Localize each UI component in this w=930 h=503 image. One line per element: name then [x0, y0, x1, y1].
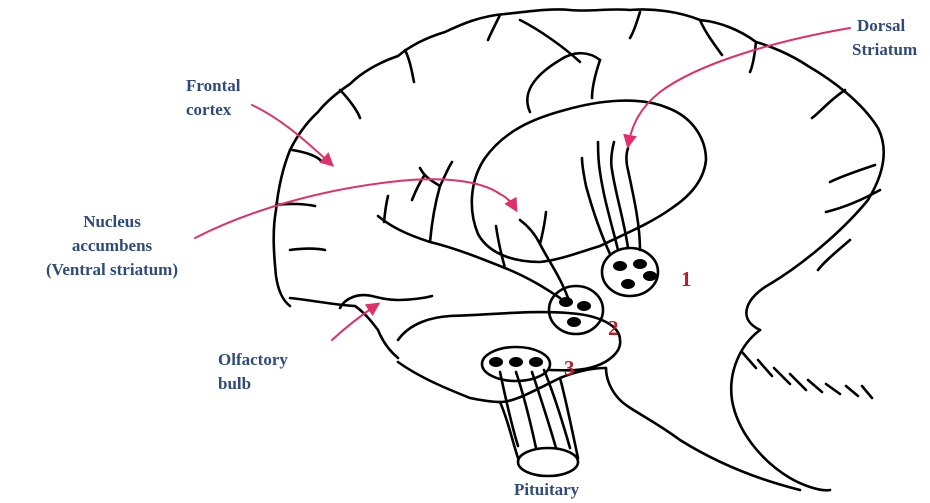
- folia: [758, 360, 772, 376]
- cell-body: [577, 301, 591, 311]
- sulcus: [826, 190, 880, 212]
- folia: [862, 386, 872, 398]
- pituitary-label: Pituitary: [514, 478, 579, 502]
- dorsal-striatum-arrow: [628, 28, 850, 146]
- sulcus: [812, 90, 845, 118]
- sulcus: [630, 12, 640, 38]
- pathway-3: [532, 372, 556, 448]
- pathway-2: [496, 226, 505, 268]
- sulcus: [290, 249, 325, 251]
- frontal-cortex-line-2: cortex: [186, 98, 240, 122]
- folia: [774, 368, 790, 384]
- frontal-base: [290, 298, 398, 358]
- pathway-2: [540, 212, 546, 244]
- folia: [742, 352, 756, 368]
- nucleus-accumbens-arrow: [195, 179, 516, 238]
- brain-outline: [274, 9, 884, 330]
- cell-body: [633, 259, 647, 269]
- nucleus-1-number: 1: [681, 268, 692, 290]
- sulcus: [340, 90, 360, 118]
- nucleus-accumbens-line-2: accumbens: [8, 234, 216, 258]
- pathway-2: [378, 216, 560, 298]
- cell-body: [529, 357, 543, 367]
- nucleus-2-outline: [549, 286, 603, 334]
- nucleus-3-number: 3: [564, 357, 575, 379]
- dorsal-striatum-line-1: Dorsal: [852, 14, 917, 38]
- olfactory-bulb-line-1: Olfactory: [218, 348, 288, 372]
- folia: [790, 374, 806, 390]
- folia: [808, 380, 822, 392]
- pathway-2: [430, 162, 452, 242]
- pathway-2: [384, 196, 388, 222]
- cell-body: [559, 297, 573, 307]
- sulcus: [488, 15, 500, 40]
- frontal-cortex-label: Frontal cortex: [186, 74, 240, 122]
- sulcus: [750, 42, 756, 72]
- nucleus-2-number: 2: [608, 317, 619, 339]
- dorsal-striatum-label: Dorsal Striatum: [852, 14, 917, 62]
- thalamus-outline: [472, 101, 706, 262]
- cell-body: [489, 357, 503, 367]
- cell-body: [509, 357, 523, 367]
- folia: [826, 384, 840, 394]
- pathway-1: [627, 148, 641, 250]
- frontal-cortex-line-1: Frontal: [186, 74, 240, 98]
- cell-body: [613, 261, 627, 271]
- sulcus: [700, 20, 722, 55]
- cerebellum-edge: [731, 330, 830, 490]
- nucleus-accumbens-line-1: Nucleus: [8, 210, 216, 234]
- dorsal-striatum-line-2: Striatum: [852, 38, 917, 62]
- olfactory-bulb-label: Olfactory bulb: [218, 348, 288, 396]
- nucleus-accumbens-label: Nucleus accumbens (Ventral striatum): [8, 210, 216, 282]
- folia: [846, 386, 858, 396]
- olfactory-bulb-line-2: bulb: [218, 372, 288, 396]
- pituitary-gland: [518, 448, 578, 476]
- cell-body: [643, 271, 657, 281]
- sulcus: [592, 60, 600, 98]
- brainstem: [606, 368, 800, 490]
- sulcus: [405, 50, 414, 82]
- pathway-3: [516, 372, 536, 448]
- sulcus: [830, 165, 875, 182]
- cell-body: [621, 279, 635, 289]
- pathway-3: [544, 370, 570, 448]
- frontal-cortex-arrow: [252, 105, 332, 165]
- nucleus-accumbens-line-3: (Ventral striatum): [8, 258, 216, 282]
- cell-body: [567, 317, 581, 327]
